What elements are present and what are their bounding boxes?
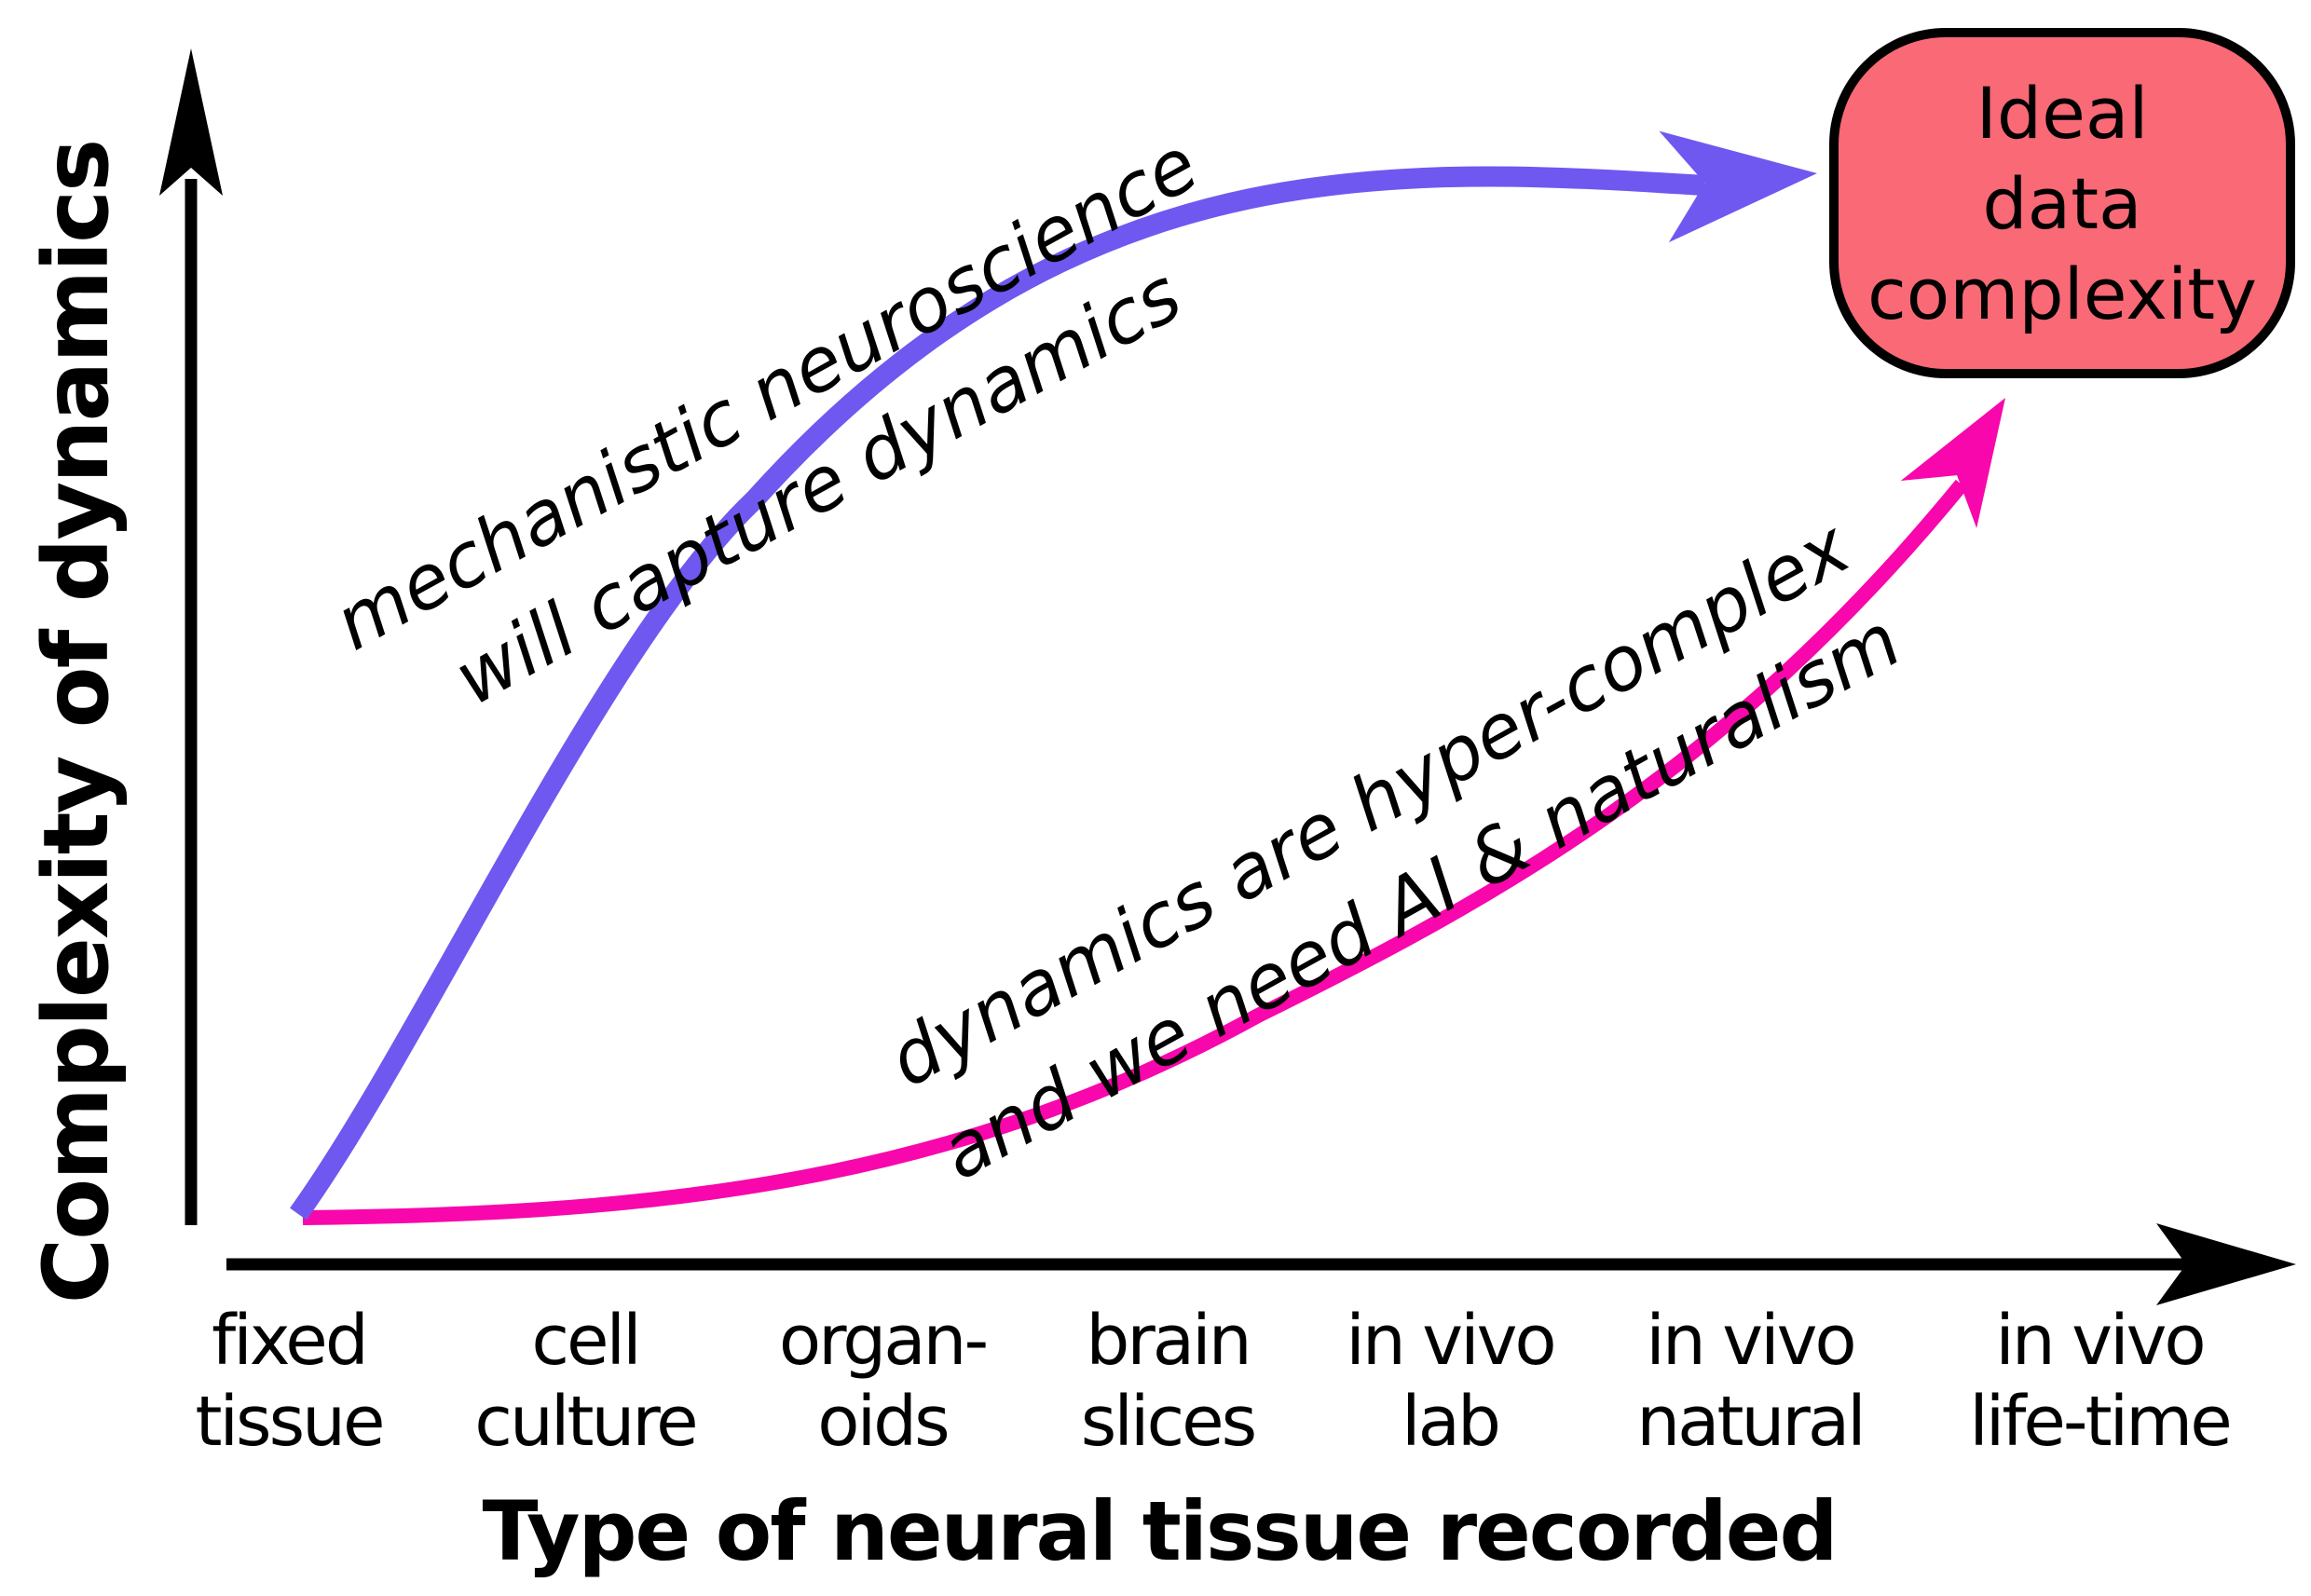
y-axis-arrowhead xyxy=(159,48,223,196)
category-line: slices xyxy=(1080,1382,1257,1462)
x-axis-title: Type of neural tissue recorded xyxy=(482,1483,1839,1579)
pink-curve-arrowhead xyxy=(1900,398,2005,528)
category-in-vivo-life-time: in vivo life-time xyxy=(1969,1301,2233,1463)
category-line: life-time xyxy=(1969,1382,2233,1462)
category-line: cell xyxy=(531,1301,641,1381)
category-line: in vivo xyxy=(1646,1301,1856,1381)
category-line: brain xyxy=(1086,1301,1251,1381)
category-line: in vivo xyxy=(1995,1301,2206,1381)
ideal-box-line2: data xyxy=(1982,161,2142,245)
y-axis-label: Complexity of dynamics xyxy=(24,140,129,1304)
pink-curve xyxy=(302,479,1968,1225)
purple-curve-arrowhead xyxy=(1659,130,1817,243)
purple-curve xyxy=(290,166,1705,1221)
category-in-vivo-lab: in vivo lab xyxy=(1346,1301,1556,1463)
category-line: organ- xyxy=(778,1301,989,1381)
category-line: in vivo xyxy=(1346,1301,1556,1381)
ideal-data-complexity-box: Ideal data complexity xyxy=(1829,28,2295,378)
category-cell-culture: cell culture xyxy=(474,1301,698,1463)
x-axis-arrowhead xyxy=(2156,1223,2296,1305)
category-brain-slices: brain slices xyxy=(1080,1301,1257,1463)
category-line: oids xyxy=(817,1382,950,1462)
category-line: lab xyxy=(1402,1382,1501,1462)
category-line: natural xyxy=(1636,1382,1866,1462)
ideal-box-line1: Ideal xyxy=(1976,71,2149,155)
category-line: culture xyxy=(474,1382,698,1462)
ideal-box-line3: complexity xyxy=(1867,252,2257,335)
category-line: fixed xyxy=(212,1301,369,1381)
category-fixed-tissue: fixed tissue xyxy=(195,1301,385,1463)
category-in-vivo-natural: in vivo natural xyxy=(1636,1301,1866,1463)
category-line: tissue xyxy=(195,1382,385,1462)
category-organoids: organ- oids xyxy=(778,1301,989,1463)
